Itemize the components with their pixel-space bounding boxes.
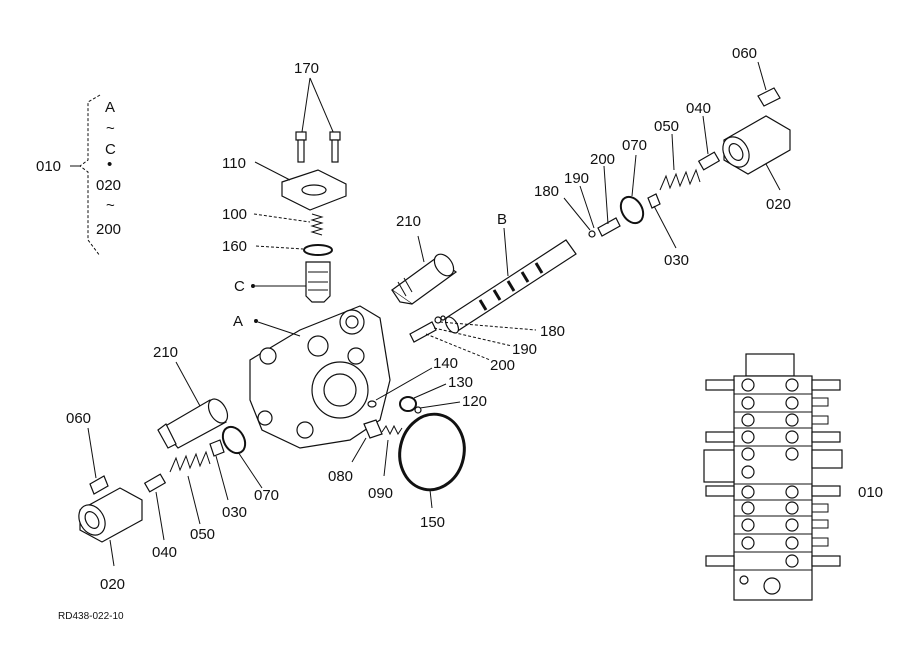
valve-body-a: A bbox=[233, 305, 391, 449]
bolt-170-right-shank bbox=[331, 139, 339, 163]
callout-060-upper: 060 bbox=[732, 45, 757, 62]
callout-210-lower: 210 bbox=[153, 344, 178, 361]
callout-070-lower: 070 bbox=[254, 487, 279, 504]
retainer-040-upper bbox=[697, 151, 721, 171]
callout-110: 110 bbox=[222, 155, 246, 172]
detent-190-upper bbox=[588, 230, 596, 238]
callout-030-lower: 030 bbox=[222, 504, 247, 521]
bolt-170-left bbox=[295, 131, 307, 141]
group-range-a: A bbox=[105, 99, 115, 116]
callout-120: 120 bbox=[462, 393, 487, 410]
callout-050-lower: 050 bbox=[190, 526, 215, 543]
callout-b: B bbox=[497, 211, 507, 228]
group-bracket: 010 A ~ C • 020 ~ 200 bbox=[36, 94, 121, 257]
large-oring-150: 150 bbox=[398, 412, 466, 531]
bolt-170-left-shank bbox=[297, 139, 305, 163]
callout-160: 160 bbox=[222, 238, 247, 255]
callout-c: C bbox=[234, 278, 245, 295]
retainer-040-lower bbox=[143, 473, 167, 493]
solenoid-210-upper: 210 bbox=[390, 213, 458, 305]
group-range-dot: • bbox=[107, 156, 112, 173]
left-end-lower: 070 030 050 040 020 060 bbox=[66, 410, 279, 593]
callout-020-lower: 020 bbox=[100, 576, 125, 593]
callout-150: 150 bbox=[420, 514, 445, 531]
bolt-060-lower bbox=[89, 475, 109, 495]
callout-180-lower: 180 bbox=[540, 323, 565, 340]
callout-010: 010 bbox=[858, 484, 883, 501]
callout-170: 170 bbox=[294, 60, 319, 77]
oring-150 bbox=[398, 412, 466, 492]
solenoid-210-lower: 210 bbox=[153, 344, 229, 449]
callout-190-lower: 190 bbox=[512, 341, 537, 358]
callout-040-lower: 040 bbox=[152, 544, 177, 561]
group-range-c: C bbox=[105, 141, 116, 158]
callout-210-upper: 210 bbox=[396, 213, 421, 230]
oring-130 bbox=[399, 396, 417, 412]
callout-100: 100 bbox=[222, 206, 247, 223]
callout-140: 140 bbox=[433, 355, 458, 372]
oring-140 bbox=[367, 400, 377, 408]
callout-130: 130 bbox=[448, 374, 473, 391]
detent-parts-upper: 180 190 200 bbox=[534, 151, 621, 238]
callout-a: A bbox=[233, 313, 243, 330]
bolt-170-right bbox=[329, 131, 341, 141]
oring-160 bbox=[303, 244, 333, 256]
callout-020-upper: 020 bbox=[766, 196, 791, 213]
callout-200-upper: 200 bbox=[590, 151, 615, 168]
plug-080 bbox=[363, 419, 383, 439]
oring-070-upper bbox=[619, 195, 645, 225]
seat-030-upper bbox=[647, 193, 661, 209]
callout-070-upper: 070 bbox=[622, 137, 647, 154]
detent-200-upper bbox=[597, 217, 621, 237]
spring-050-lower bbox=[169, 450, 211, 473]
spring-100 bbox=[310, 213, 324, 236]
group-range-tilde-1: ~ bbox=[106, 120, 115, 137]
oring-070-lower bbox=[221, 425, 247, 455]
callout-080: 080 bbox=[328, 468, 353, 485]
callout-090: 090 bbox=[368, 485, 393, 502]
group-range-200: 200 bbox=[96, 221, 121, 238]
right-end-upper: 070 030 050 040 020 060 bbox=[619, 45, 791, 269]
stacked-valve-010: 010 bbox=[703, 353, 883, 601]
drawing-code: RD438-022-10 bbox=[58, 611, 124, 622]
cap-assembly: 170 110 100 160 C bbox=[222, 60, 347, 303]
group-range-tilde-2: ~ bbox=[106, 197, 115, 214]
callout-040-upper: 040 bbox=[686, 100, 711, 117]
spring-050-upper bbox=[659, 168, 701, 191]
seat-030-lower bbox=[209, 439, 225, 457]
callout-050-upper: 050 bbox=[654, 118, 679, 135]
relief-parts: 080 090 bbox=[328, 419, 403, 502]
callout-190-upper: 190 bbox=[564, 170, 589, 187]
callout-200-lower: 200 bbox=[490, 357, 515, 374]
spring-090 bbox=[381, 424, 403, 436]
callout-030-upper: 030 bbox=[664, 252, 689, 269]
callout-060-lower: 060 bbox=[66, 410, 91, 427]
port-seals: 140 130 120 bbox=[367, 355, 487, 414]
spool-b: B bbox=[444, 211, 577, 334]
group-range-020: 020 bbox=[96, 177, 121, 194]
detent-parts-lower: 180 190 200 bbox=[409, 315, 565, 374]
ball-120 bbox=[414, 406, 422, 414]
callout-180-upper: 180 bbox=[534, 183, 559, 200]
bolt-060-upper bbox=[757, 87, 781, 107]
group-label: 010 bbox=[36, 158, 61, 175]
